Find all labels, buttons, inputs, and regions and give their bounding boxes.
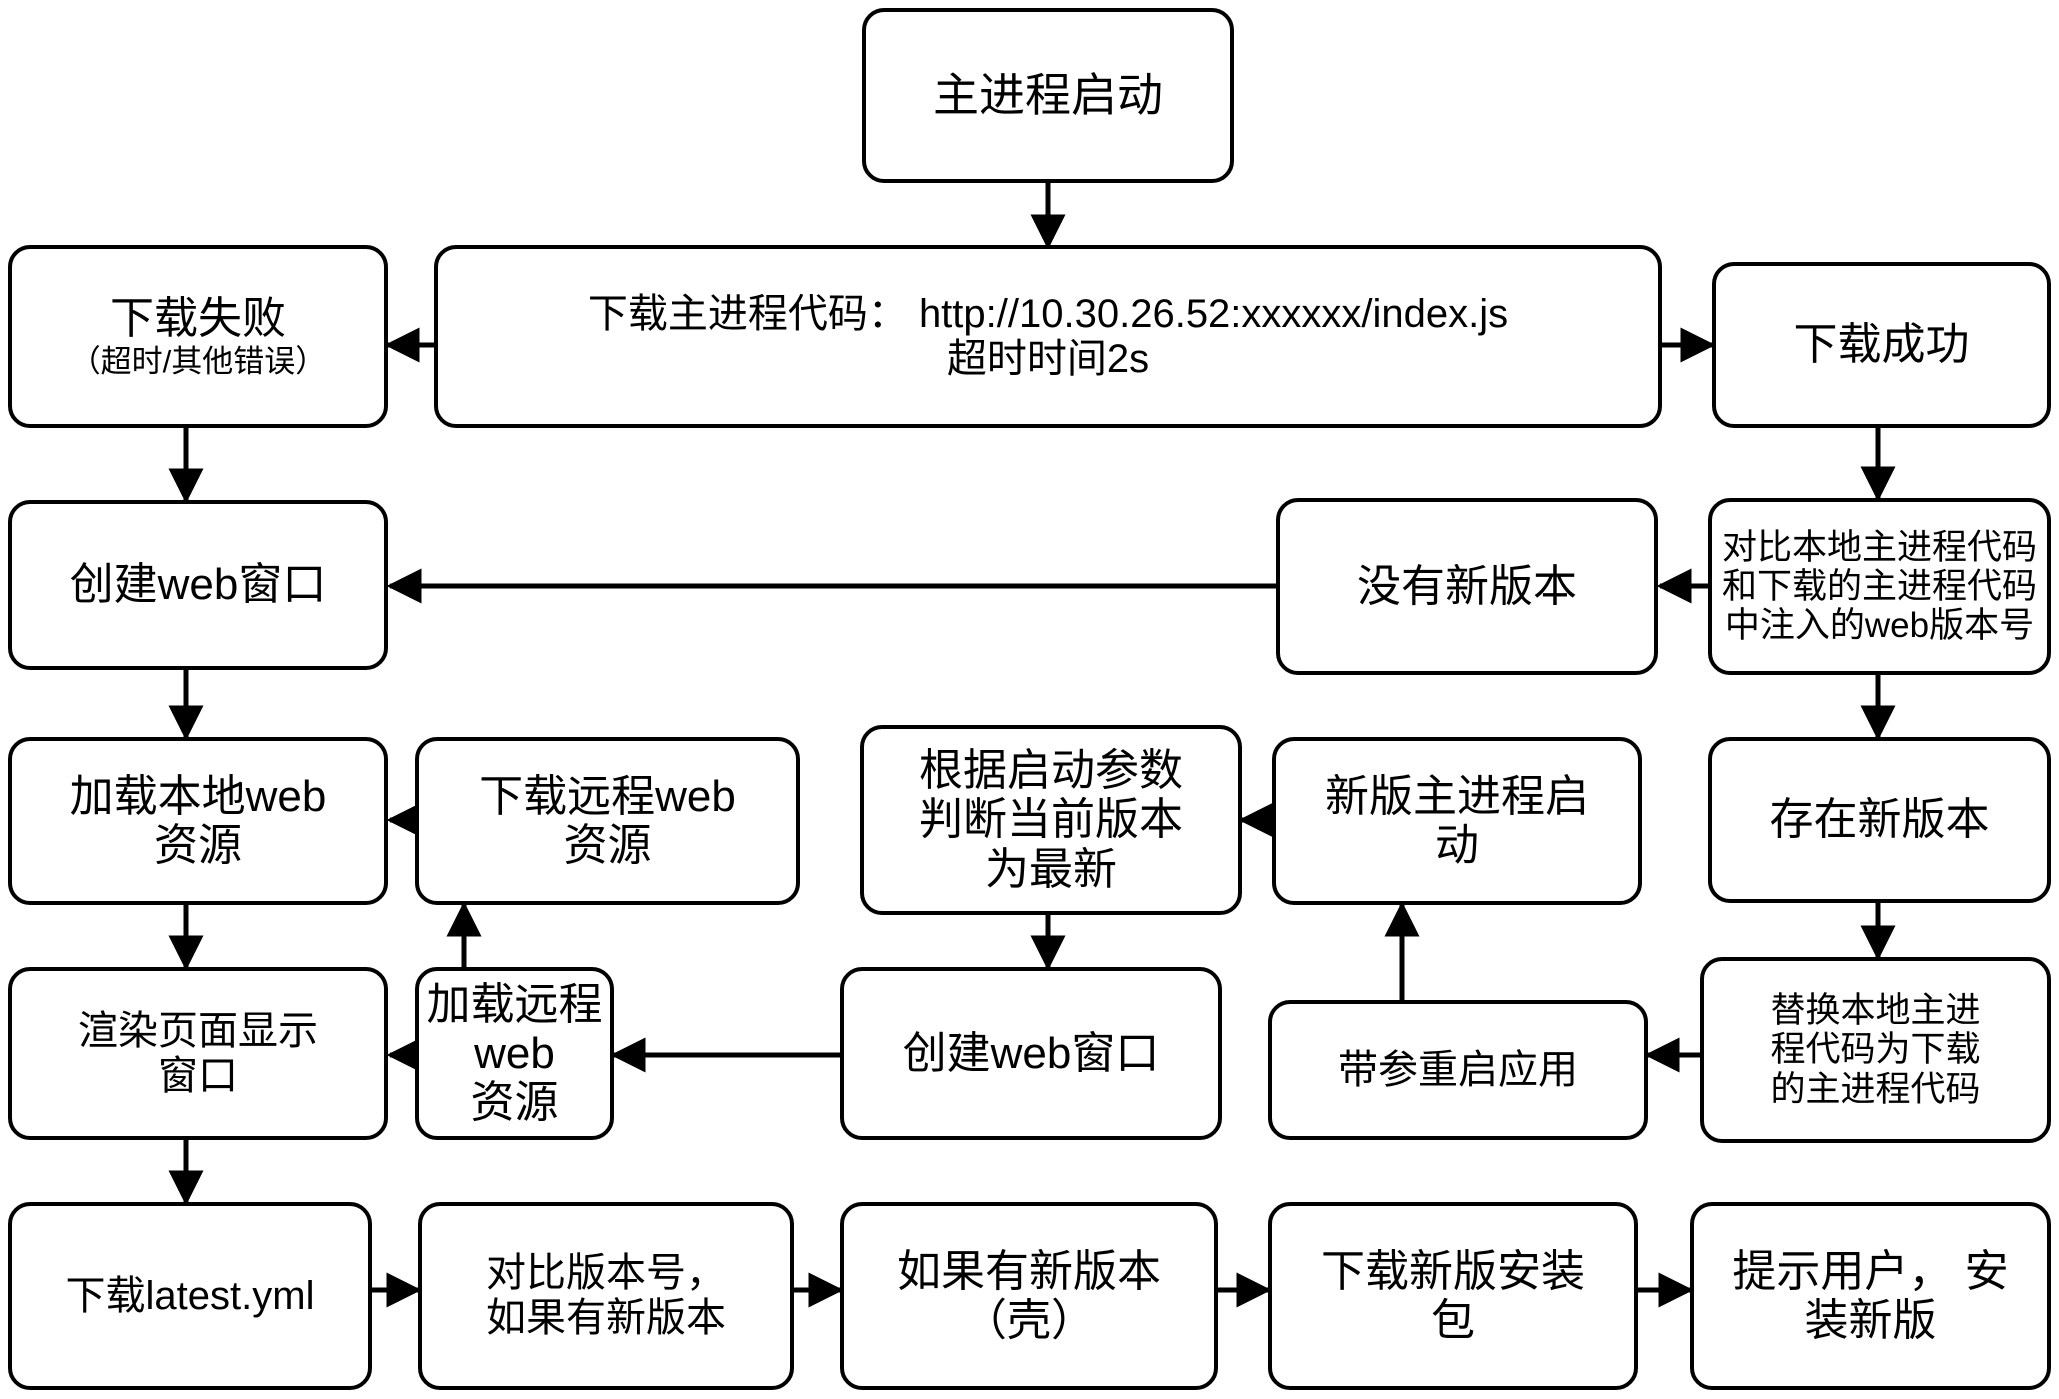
node-download-new-installer[interactable]: 下载新版安装 包 <box>1268 1202 1638 1390</box>
node-label: 下载成功 <box>1793 320 1970 370</box>
node-load-remote-web[interactable]: 加载远程web 资源 <box>415 967 614 1140</box>
node-label: 下载主进程代码： http://10.30.26.52:xxxxxx/index… <box>587 291 1509 381</box>
node-label: 下载新版安装 包 <box>1321 1246 1585 1345</box>
node-label: 如果有新版本 （壳） <box>897 1246 1161 1345</box>
node-label: 对比本地主进程代码 和下载的主进程代码 中注入的web版本号 <box>1721 527 2037 646</box>
node-new-main-process-start[interactable]: 新版主进程启 动 <box>1272 737 1642 905</box>
node-label: 新版主进程启 动 <box>1325 771 1589 870</box>
node-compare-web-version[interactable]: 对比本地主进程代码 和下载的主进程代码 中注入的web版本号 <box>1708 498 2051 675</box>
node-download-failed[interactable]: 下载失败 （超时/其他错误） <box>8 245 388 428</box>
node-label: 主进程启动 <box>933 68 1163 121</box>
node-download-success[interactable]: 下载成功 <box>1712 262 2051 428</box>
node-render-page-window[interactable]: 渲染页面显示 窗口 <box>8 967 388 1140</box>
node-load-local-web[interactable]: 加载本地web 资源 <box>8 737 388 905</box>
node-label: 加载远程web 资源 <box>426 979 603 1128</box>
node-label: 下载latest.yml <box>65 1273 315 1318</box>
node-label: 加载本地web 资源 <box>69 771 327 870</box>
node-label: 替换本地主进 程代码为下载 的主进程代码 <box>1770 991 1981 1109</box>
node-label: 创建web窗口 <box>69 560 327 610</box>
node-if-new-version-shell[interactable]: 如果有新版本 （壳） <box>840 1202 1218 1390</box>
node-download-latest-yml[interactable]: 下载latest.yml <box>8 1202 372 1390</box>
node-prompt-user-install[interactable]: 提示用户， 安 装新版 <box>1690 1202 2051 1390</box>
node-has-new-version[interactable]: 存在新版本 <box>1708 737 2051 903</box>
node-label: 没有新版本 <box>1357 561 1577 611</box>
node-download-remote-web[interactable]: 下载远程web 资源 <box>415 737 800 905</box>
node-label: 对比版本号， 如果有新版本 <box>486 1251 726 1340</box>
node-label: 创建web窗口 <box>902 1028 1160 1078</box>
node-label: 存在新版本 <box>1769 795 1990 845</box>
node-label: 提示用户， 安 装新版 <box>1732 1246 2009 1345</box>
node-label: 下载远程web 资源 <box>479 771 736 870</box>
node-label: 渲染页面显示 窗口 <box>78 1008 318 1098</box>
node-main-process-start[interactable]: 主进程启动 <box>862 8 1234 183</box>
node-download-main-code[interactable]: 下载主进程代码： http://10.30.26.52:xxxxxx/index… <box>434 245 1662 428</box>
node-label: 根据启动参数 判断当前版本 为最新 <box>919 746 1183 894</box>
node-no-new-version[interactable]: 没有新版本 <box>1276 498 1658 675</box>
node-label: 带参重启应用 <box>1338 1047 1578 1092</box>
node-replace-local-code[interactable]: 替换本地主进 程代码为下载 的主进程代码 <box>1700 957 2051 1143</box>
node-judge-current-latest[interactable]: 根据启动参数 判断当前版本 为最新 <box>860 725 1242 915</box>
node-sublabel: （超时/其他错误） <box>69 344 327 380</box>
node-create-web-window-1[interactable]: 创建web窗口 <box>8 500 388 670</box>
node-compare-version-no[interactable]: 对比版本号， 如果有新版本 <box>418 1202 794 1390</box>
node-label: 下载失败 <box>110 293 286 343</box>
node-create-web-window-2[interactable]: 创建web窗口 <box>840 967 1222 1140</box>
node-restart-with-args[interactable]: 带参重启应用 <box>1268 1000 1648 1140</box>
